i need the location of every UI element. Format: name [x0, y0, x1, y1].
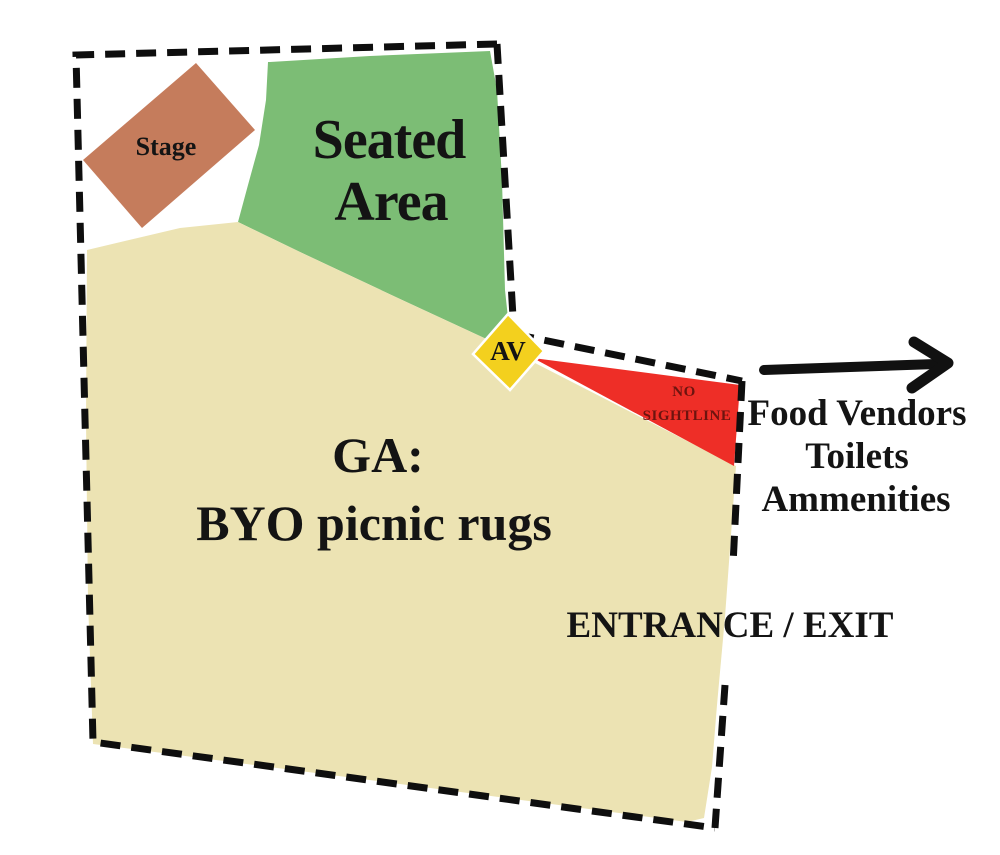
venue-border-segment: [513, 330, 743, 385]
no-sightline-label-line1: NO: [672, 384, 696, 400]
region-general-admission: [86, 222, 736, 822]
amenities-label: Ammenities: [761, 479, 950, 520]
region-stage: [83, 63, 255, 228]
seated-area-label-line2: Area: [334, 171, 448, 233]
toilets-label: Toilets: [805, 436, 908, 477]
food-vendors-label: Food Vendors: [748, 393, 967, 434]
region-av-booth: [471, 312, 546, 392]
region-seated-area: [238, 51, 508, 343]
stage-label: Stage: [136, 132, 197, 161]
entrance-exit-label: ENTRANCE / EXIT: [567, 605, 894, 646]
ga-label-line1: GA:: [332, 427, 424, 483]
ga-label-line2: BYO picnic rugs: [196, 495, 552, 551]
venue-border-segment: [711, 684, 729, 829]
seated-area-label-line1: Seated: [313, 109, 467, 171]
region-no-sightline: [533, 358, 740, 466]
av-label: AV: [490, 336, 526, 366]
right-arrow-icon: [759, 336, 954, 394]
no-sightline-label-line2: SIGHTLINE: [643, 408, 732, 424]
venue-border: [72, 40, 746, 832]
venue-border-segment: [493, 43, 518, 335]
